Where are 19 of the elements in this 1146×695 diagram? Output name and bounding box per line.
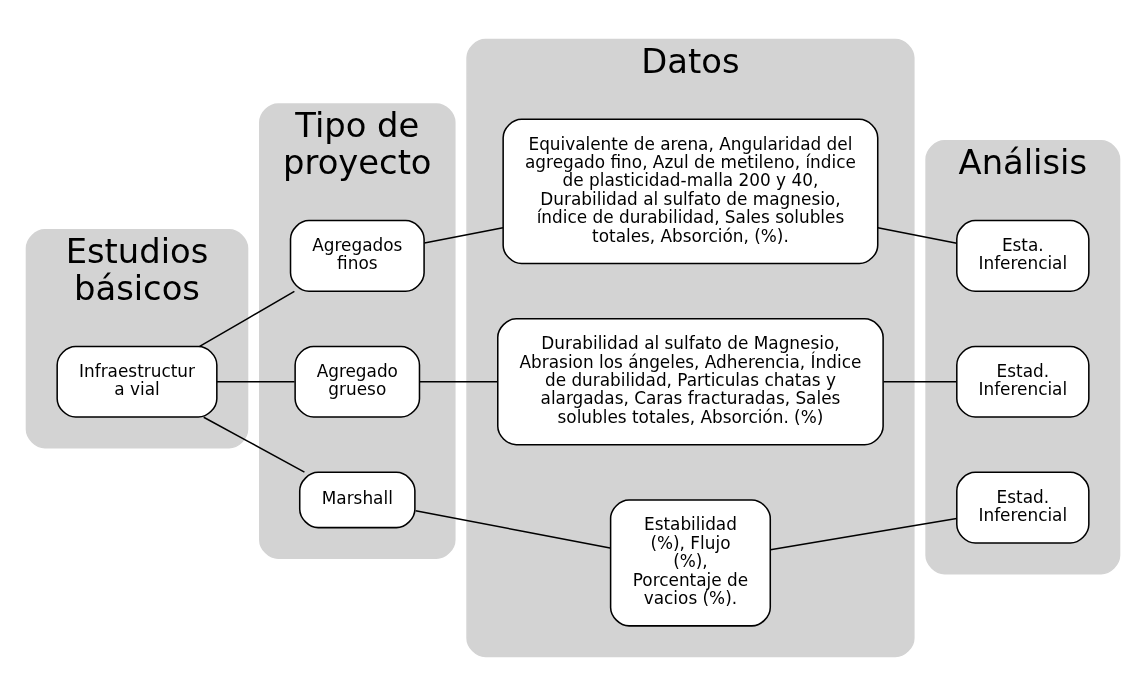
node-box: Agregados finos [289,219,425,292]
connector [882,380,957,383]
connector [198,290,296,347]
node-box: Estad. Inferencial [956,345,1090,418]
node-box: Estabilidad (%), Flujo (%), Porcentaje de vacios (%). [609,498,772,627]
node-box: Estad. Inferencial [956,471,1090,544]
node-box: Marshall [298,471,416,528]
connector [414,509,611,549]
connector [769,517,958,551]
node-box: Durabilidad al sulfato de Magnesio, Abrasion los ángeles, Adherencia, Índice de durabilidad, Particulas chatas y alargadas, Caras fracturadas, Sales solubles totales, Absorción. (%) [497,317,884,445]
connector [877,226,958,244]
connector [419,380,498,383]
node-box: Equivalente de arena, Angularidad del agregado fino, Azul de metileno, índice de plasticidad-malla 200 y 40, Durabilidad al sulfato de magnesio, índice de durabilidad, Sales solubles totales, Absorción, (%). [502,118,879,264]
node-box: Infraestructura vial [56,345,218,418]
node-box: Esta. Inferencial [956,219,1090,292]
node-box: Agregado grueso [294,345,421,418]
connector [202,415,306,473]
connector [216,380,296,383]
connector [423,226,504,244]
